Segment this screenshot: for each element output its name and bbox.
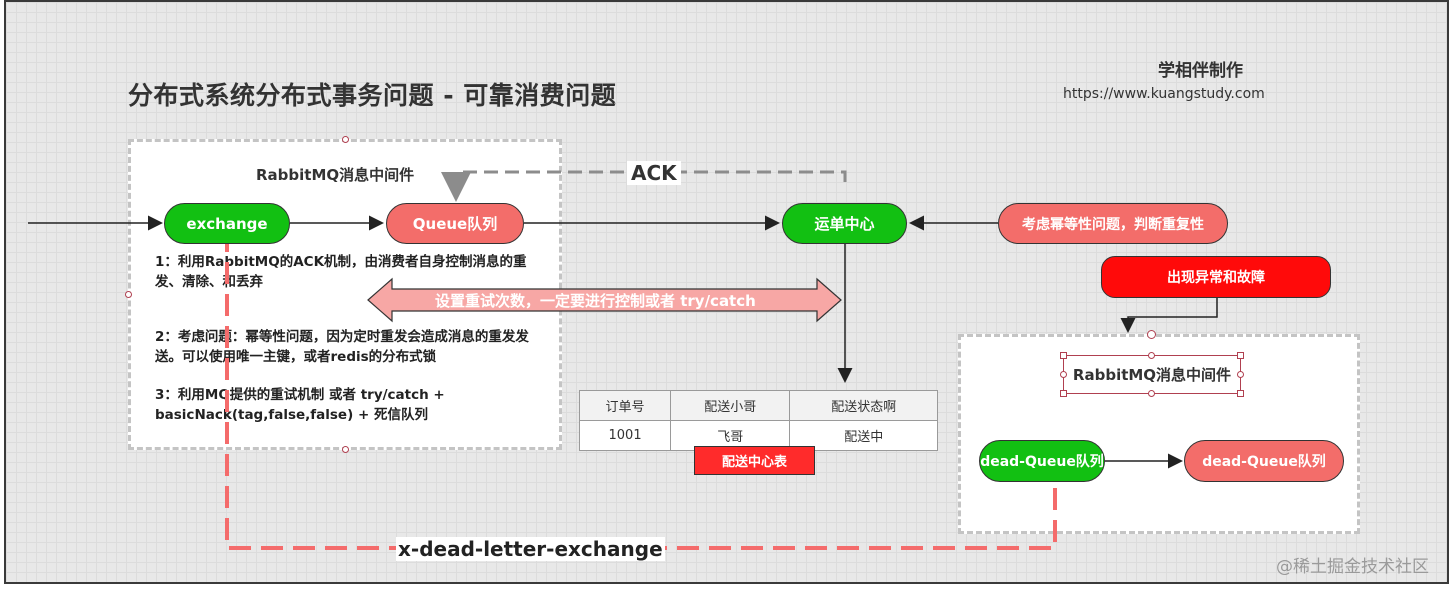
dead-letter-dashed-path: [225, 230, 1057, 550]
left-panel-heading: RabbitMQ消息中间件: [256, 166, 415, 184]
idempotent-node[interactable]: 考虑幂等性问题，判断重复性: [998, 203, 1228, 244]
diagram-title: 分布式系统分布式事务问题 - 可靠消费问题: [128, 81, 617, 110]
dead-queue-left-node[interactable]: dead-Queue队列: [979, 440, 1105, 482]
selection-handle[interactable]: [125, 291, 132, 298]
dead-queue-right-node[interactable]: dead-Queue队列: [1184, 440, 1344, 482]
selection-handle[interactable]: [1148, 390, 1155, 397]
selection-handle[interactable]: [342, 446, 349, 453]
selection-handle[interactable]: [1148, 352, 1155, 359]
watermark: @稀土掘金技术社区: [1276, 557, 1429, 577]
table-header: 订单号: [578, 390, 672, 421]
dispatch-table: 订单号 配送小哥 配送状态啊 1001 飞哥 配送中: [578, 390, 938, 451]
selection-handle[interactable]: [342, 136, 349, 143]
table-caption: 配送中心表: [694, 446, 815, 475]
retry-double-arrow: [367, 277, 842, 323]
dispatch-center-node[interactable]: 运单中心: [782, 203, 907, 244]
right-rabbitmq-panel[interactable]: [958, 334, 1360, 534]
url-label: https://www.kuangstudy.com: [1063, 86, 1265, 102]
dlx-label: x-dead-letter-exchange: [396, 537, 665, 561]
queue-node[interactable]: Queue队列: [386, 203, 524, 244]
exchange-node[interactable]: exchange: [164, 203, 290, 244]
exception-node[interactable]: 出现异常和故障: [1101, 256, 1331, 298]
ack-arrow: [441, 170, 847, 202]
right-panel-heading[interactable]: RabbitMQ消息中间件: [1063, 355, 1241, 394]
ack-label: ACK: [627, 161, 681, 185]
author-label: 学相伴制作: [1158, 61, 1243, 81]
selection-handle[interactable]: [1237, 352, 1244, 359]
selection-handle[interactable]: [1060, 371, 1067, 378]
table-cell: 配送中: [789, 420, 938, 451]
note-1: 1：利用RabbitMQ的ACK机制，由消费者自身控制消息的重发、清除、和丢弃: [155, 254, 527, 290]
retry-arrow-text: 设置重试次数，一定要进行控制或者 try/catch: [435, 292, 756, 310]
table-header: 配送小哥: [670, 390, 791, 421]
table-row: 1001 飞哥 配送中: [578, 420, 938, 451]
selection-handle[interactable]: [1237, 390, 1244, 397]
selection-handle[interactable]: [1060, 352, 1067, 359]
selection-handle[interactable]: [1237, 371, 1244, 378]
table-cell: 1001: [578, 420, 672, 451]
exception-to-panel-arrow: [1120, 298, 1218, 333]
rotate-handle[interactable]: [1147, 330, 1156, 339]
selection-handle[interactable]: [1060, 390, 1067, 397]
table-header: 配送状态啊: [789, 390, 938, 421]
